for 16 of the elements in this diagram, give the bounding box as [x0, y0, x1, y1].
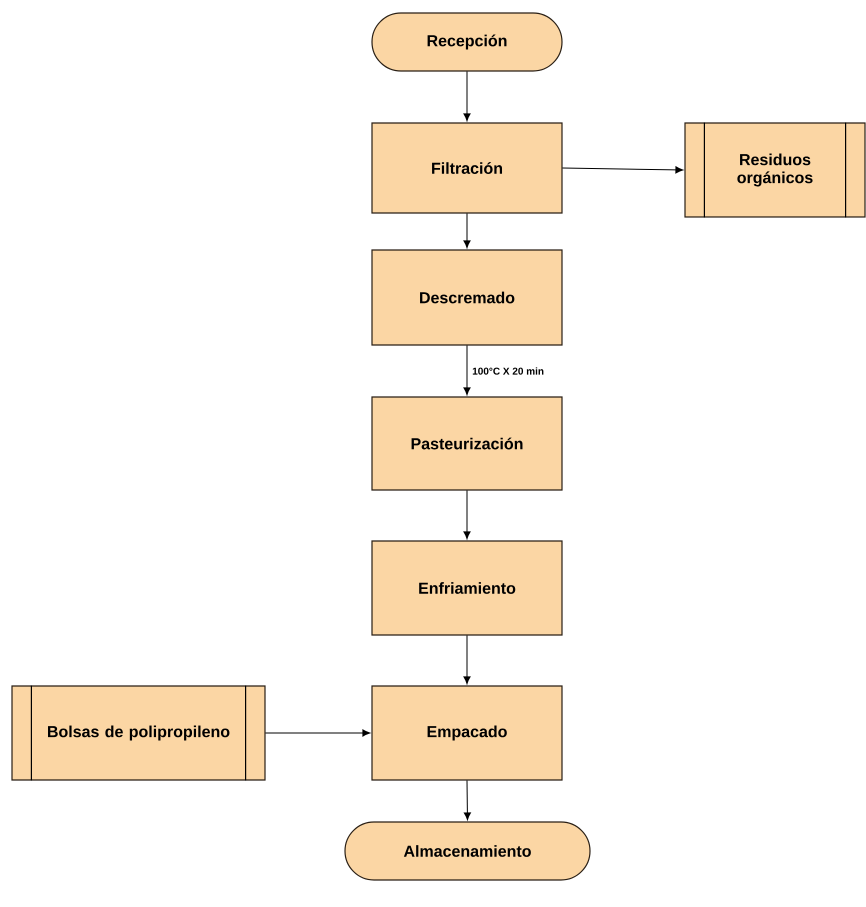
subprocess-box: Residuos orgánicos	[684, 122, 866, 218]
arrow	[562, 166, 684, 174]
process-box: Filtración	[371, 122, 563, 214]
process-box: Enfriamiento	[371, 540, 563, 636]
arrow	[463, 490, 471, 540]
process-box: Descremado	[371, 249, 563, 346]
arrow	[463, 635, 471, 684]
process-box: Empacado	[371, 685, 563, 781]
arrow	[265, 729, 370, 737]
edge-label: 100°C X 20 min	[472, 367, 544, 375]
arrow	[463, 213, 471, 248]
subprocess-box: Bolsas de polipropileno	[11, 685, 266, 781]
arrow	[463, 345, 471, 396]
arrow	[463, 71, 471, 122]
arrow	[464, 780, 471, 820]
process-box: Pasteurización	[371, 396, 563, 491]
